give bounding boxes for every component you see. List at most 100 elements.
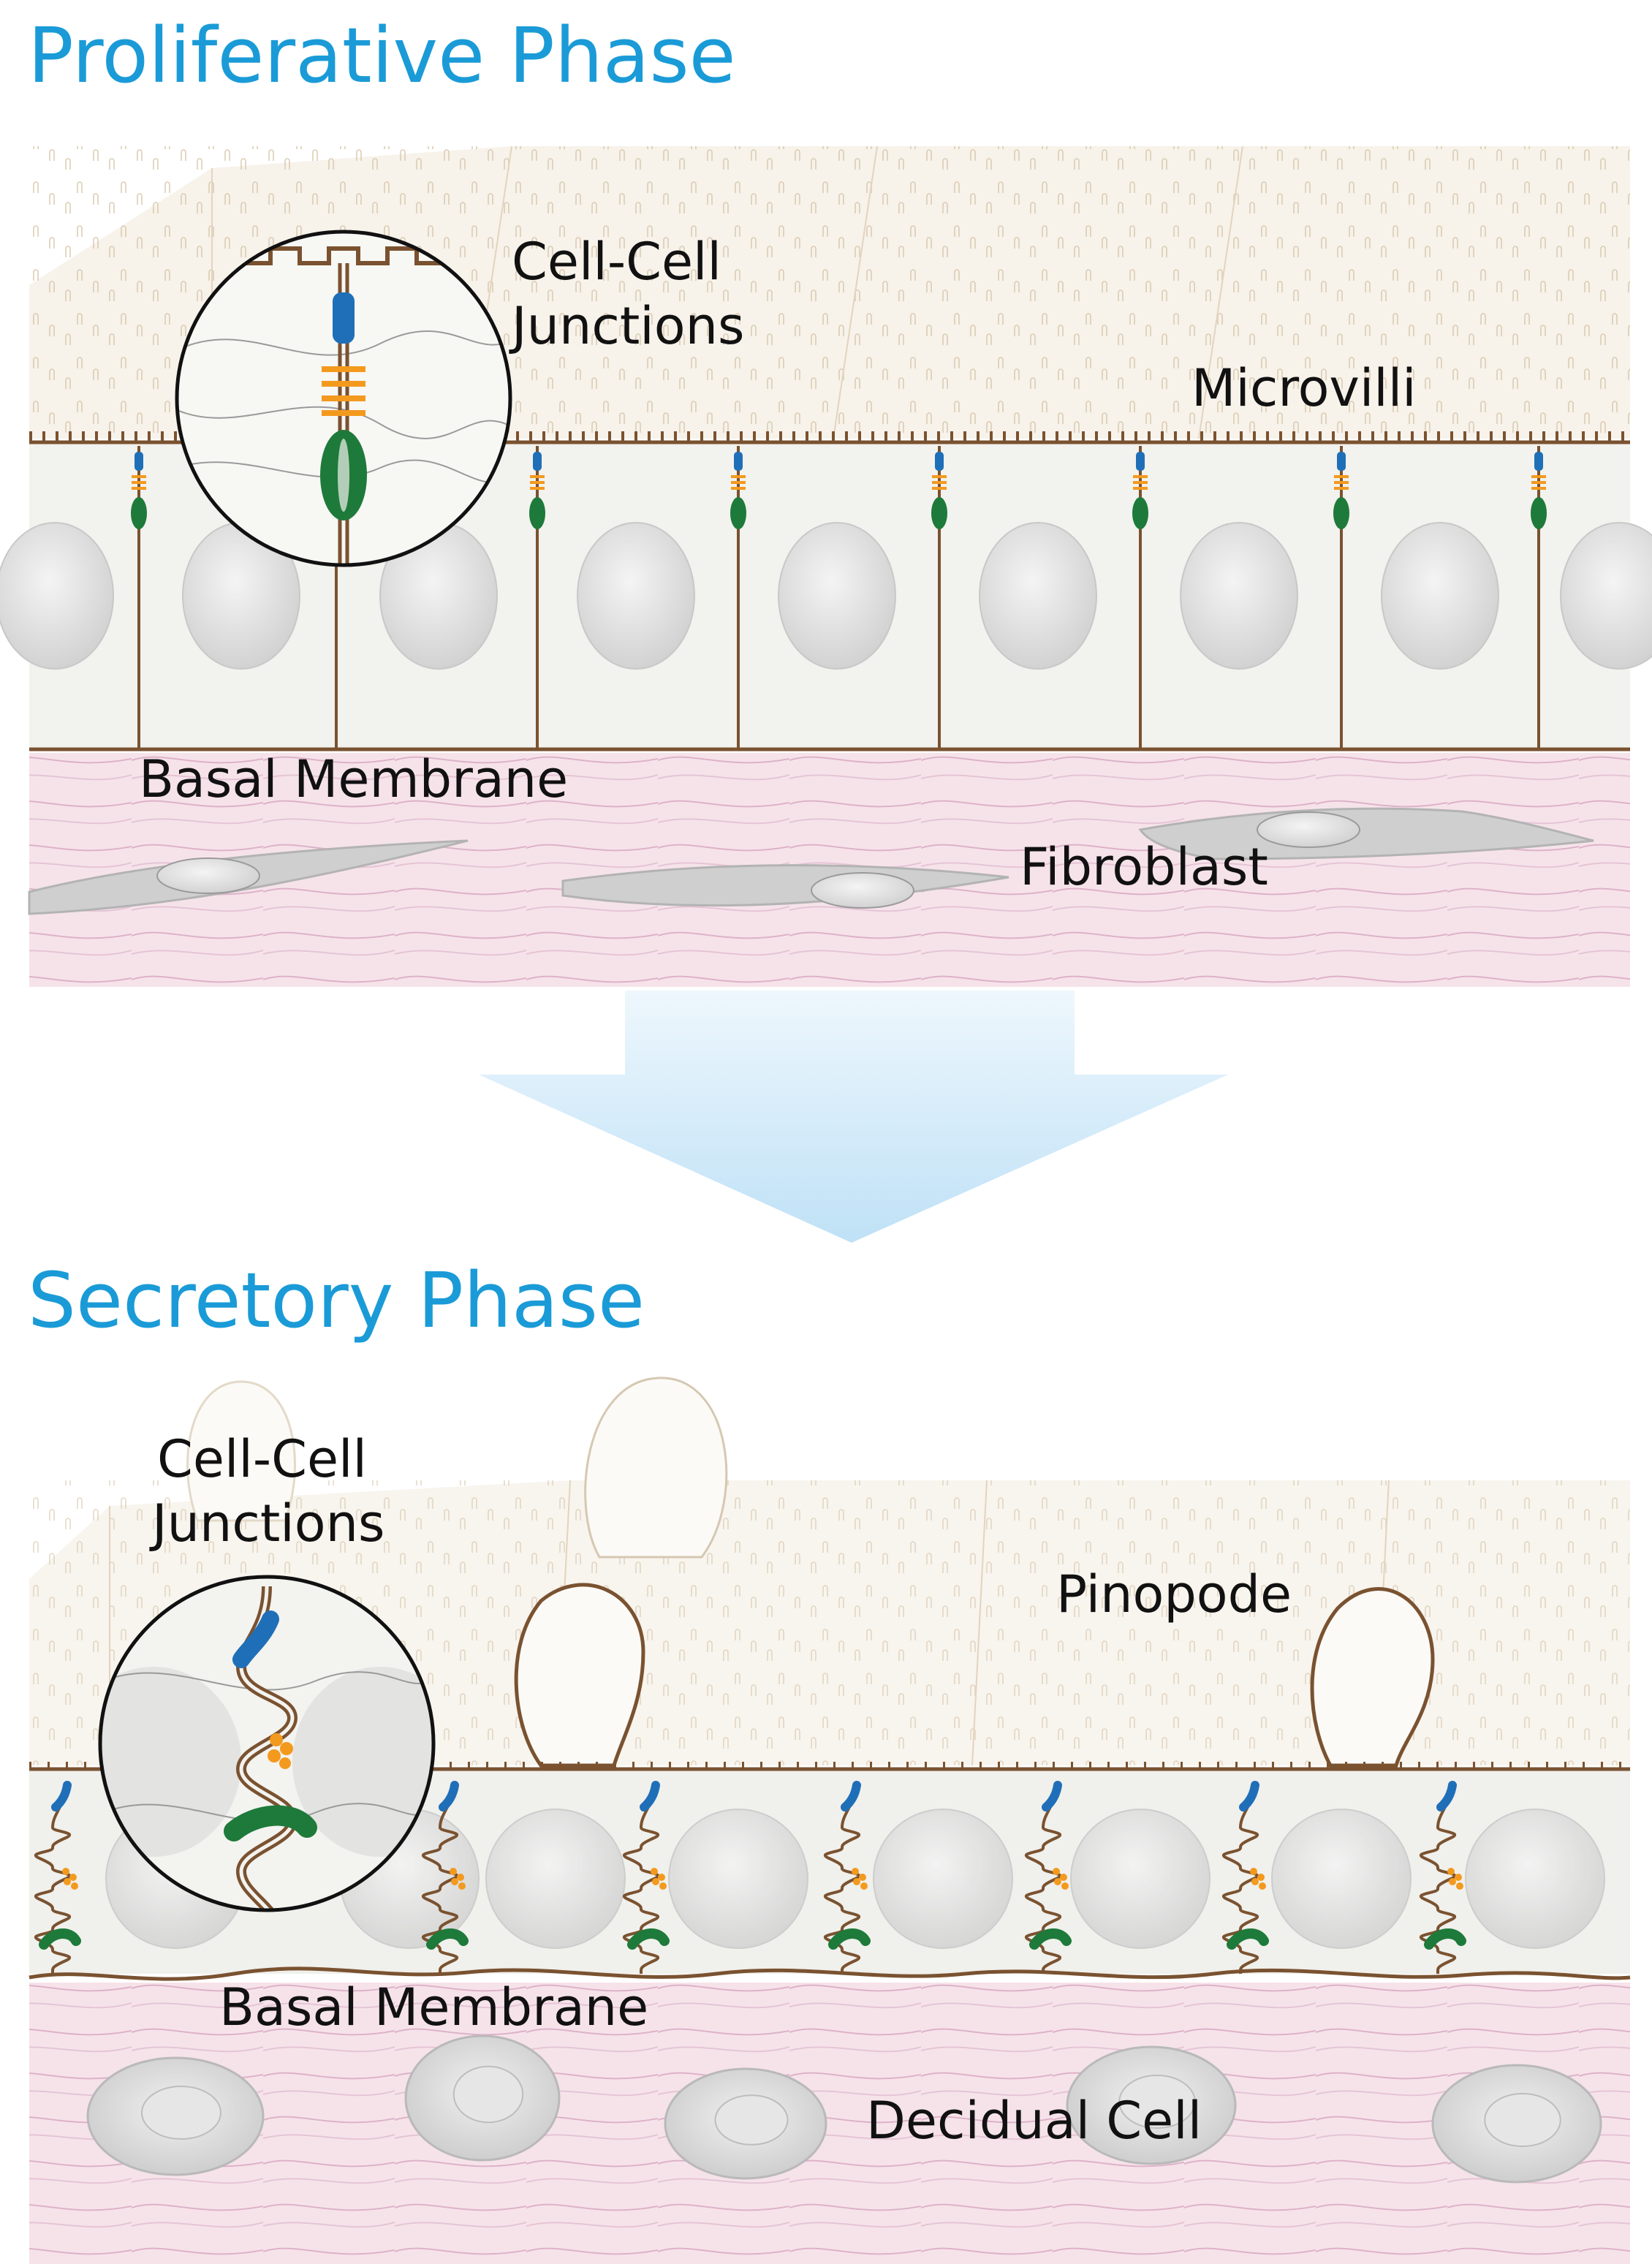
adherens-junction (1060, 1874, 1067, 1881)
adherens-junction (1456, 1882, 1463, 1890)
lateral-wall (422, 1783, 458, 1974)
adherens-junction (71, 1882, 78, 1890)
bottom-junctions-label-line2: Junctions (149, 1493, 384, 1553)
nucleus (873, 1809, 1013, 1949)
adherens-junction (1449, 1878, 1456, 1885)
decidual-nucleus (1118, 2075, 1196, 2129)
tight-junction (1436, 1781, 1457, 1811)
fibroblast-cells (28, 807, 1594, 915)
adherens-junction (853, 1878, 860, 1885)
tight-junction (51, 1781, 72, 1811)
lateral-wall (824, 1783, 860, 1974)
desmosome (730, 497, 746, 529)
adherens-junction (451, 1878, 458, 1885)
decidual-nucleus (714, 2094, 789, 2146)
desmosome (1227, 1928, 1269, 1950)
adherens-junction (651, 1868, 658, 1875)
pinopode (514, 1583, 645, 1768)
nucleus (1271, 1809, 1412, 1949)
adherens-junction (1061, 1882, 1069, 1890)
adherens-junction (1334, 475, 1349, 490)
proliferative-phase-title: Proliferative Phase (28, 11, 736, 100)
adherens-junction (1259, 1882, 1266, 1890)
tight-junction (439, 1781, 459, 1811)
desmosome (1424, 1928, 1466, 1950)
adherens-junction (852, 1868, 859, 1875)
desmosome (426, 1928, 469, 1950)
tight-junction (841, 1781, 861, 1811)
nucleus (778, 522, 896, 670)
adherens-junction (1531, 475, 1546, 490)
nucleus (577, 522, 695, 670)
pinopode-label: Pinopode (1056, 1564, 1292, 1624)
microvilli-label: Microvilli (1191, 358, 1417, 418)
fibroblast-cell (1138, 807, 1594, 860)
top-junctions-label-line1: Cell-Cell (512, 232, 721, 292)
tight-junction (935, 452, 944, 471)
adherens-junction (1251, 1878, 1259, 1885)
adherens-junction (530, 475, 545, 490)
desmosome (1132, 497, 1148, 529)
desmosome (39, 1928, 81, 1950)
desmosome (529, 497, 545, 529)
desmosome (1029, 1928, 1072, 1950)
tight-junction (533, 452, 542, 471)
fibroblast-label: Fibroblast (1020, 837, 1268, 897)
nucleus (1180, 522, 1298, 670)
top-basal-membrane-label: Basal Membrane (139, 749, 568, 809)
tight-junction (1042, 1781, 1062, 1811)
pinopode (1310, 1587, 1435, 1768)
pinopode (584, 1377, 728, 1559)
tight-junction (1337, 452, 1346, 471)
adherens-junction (1455, 1874, 1462, 1881)
desmosome (1531, 497, 1547, 529)
bottom-junctions-label-line1: Cell-Cell (157, 1429, 367, 1489)
adherens-junction (457, 1874, 464, 1881)
adherens-junction (450, 1868, 457, 1875)
bottom-lateral-walls (34, 1781, 1466, 1974)
adherens-junction (1054, 1878, 1061, 1885)
transition-arrow (479, 991, 1228, 1243)
nucleus (668, 1809, 808, 1949)
lateral-wall (623, 1783, 659, 1974)
adherens-junction (932, 475, 947, 490)
nucleus (0, 522, 114, 670)
top-nuclei (0, 522, 1652, 670)
adherens-junction (1250, 1868, 1257, 1875)
tight-junction (1534, 452, 1543, 471)
secretory-phase-title: Secretory Phase (28, 1256, 645, 1345)
lateral-wall (1222, 1783, 1259, 1974)
adherens-junction (860, 1882, 868, 1890)
desmosome (131, 497, 147, 529)
adherens-junction (132, 475, 146, 490)
decidual-cell-label: Decidual Cell (866, 2091, 1202, 2151)
pinopodes (186, 1377, 1435, 1768)
adherens-junction (859, 1874, 866, 1881)
adherens-junction (658, 1874, 665, 1881)
adherens-junction (69, 1874, 77, 1881)
adherens-junction (1447, 1868, 1455, 1875)
decidual-nucleus (141, 2086, 221, 2140)
decidual-cells (86, 2034, 1602, 2184)
adherens-junction (458, 1882, 466, 1890)
adherens-junction (731, 475, 746, 490)
desmosome (627, 1928, 670, 1950)
tight-junction (1239, 1781, 1259, 1811)
top-junctions-label-line2: Junctions (509, 296, 744, 356)
adherens-junction (1053, 1868, 1060, 1875)
top-lateral-walls (137, 446, 1540, 749)
desmosome (828, 1928, 871, 1950)
nucleus (1070, 1809, 1210, 1949)
decidual-nucleus (452, 2065, 524, 2124)
top-junction-magnifier (175, 230, 512, 567)
tight-junction (640, 1781, 660, 1811)
tight-junction (1136, 452, 1145, 471)
desmosome (931, 497, 947, 529)
adherens-junction (64, 1878, 71, 1885)
tight-junction (734, 452, 743, 471)
bottom-basal-membrane-line (29, 1966, 1631, 1981)
nucleus (1465, 1809, 1605, 1949)
tight-junction (134, 452, 143, 471)
pinopode (186, 1380, 296, 1522)
